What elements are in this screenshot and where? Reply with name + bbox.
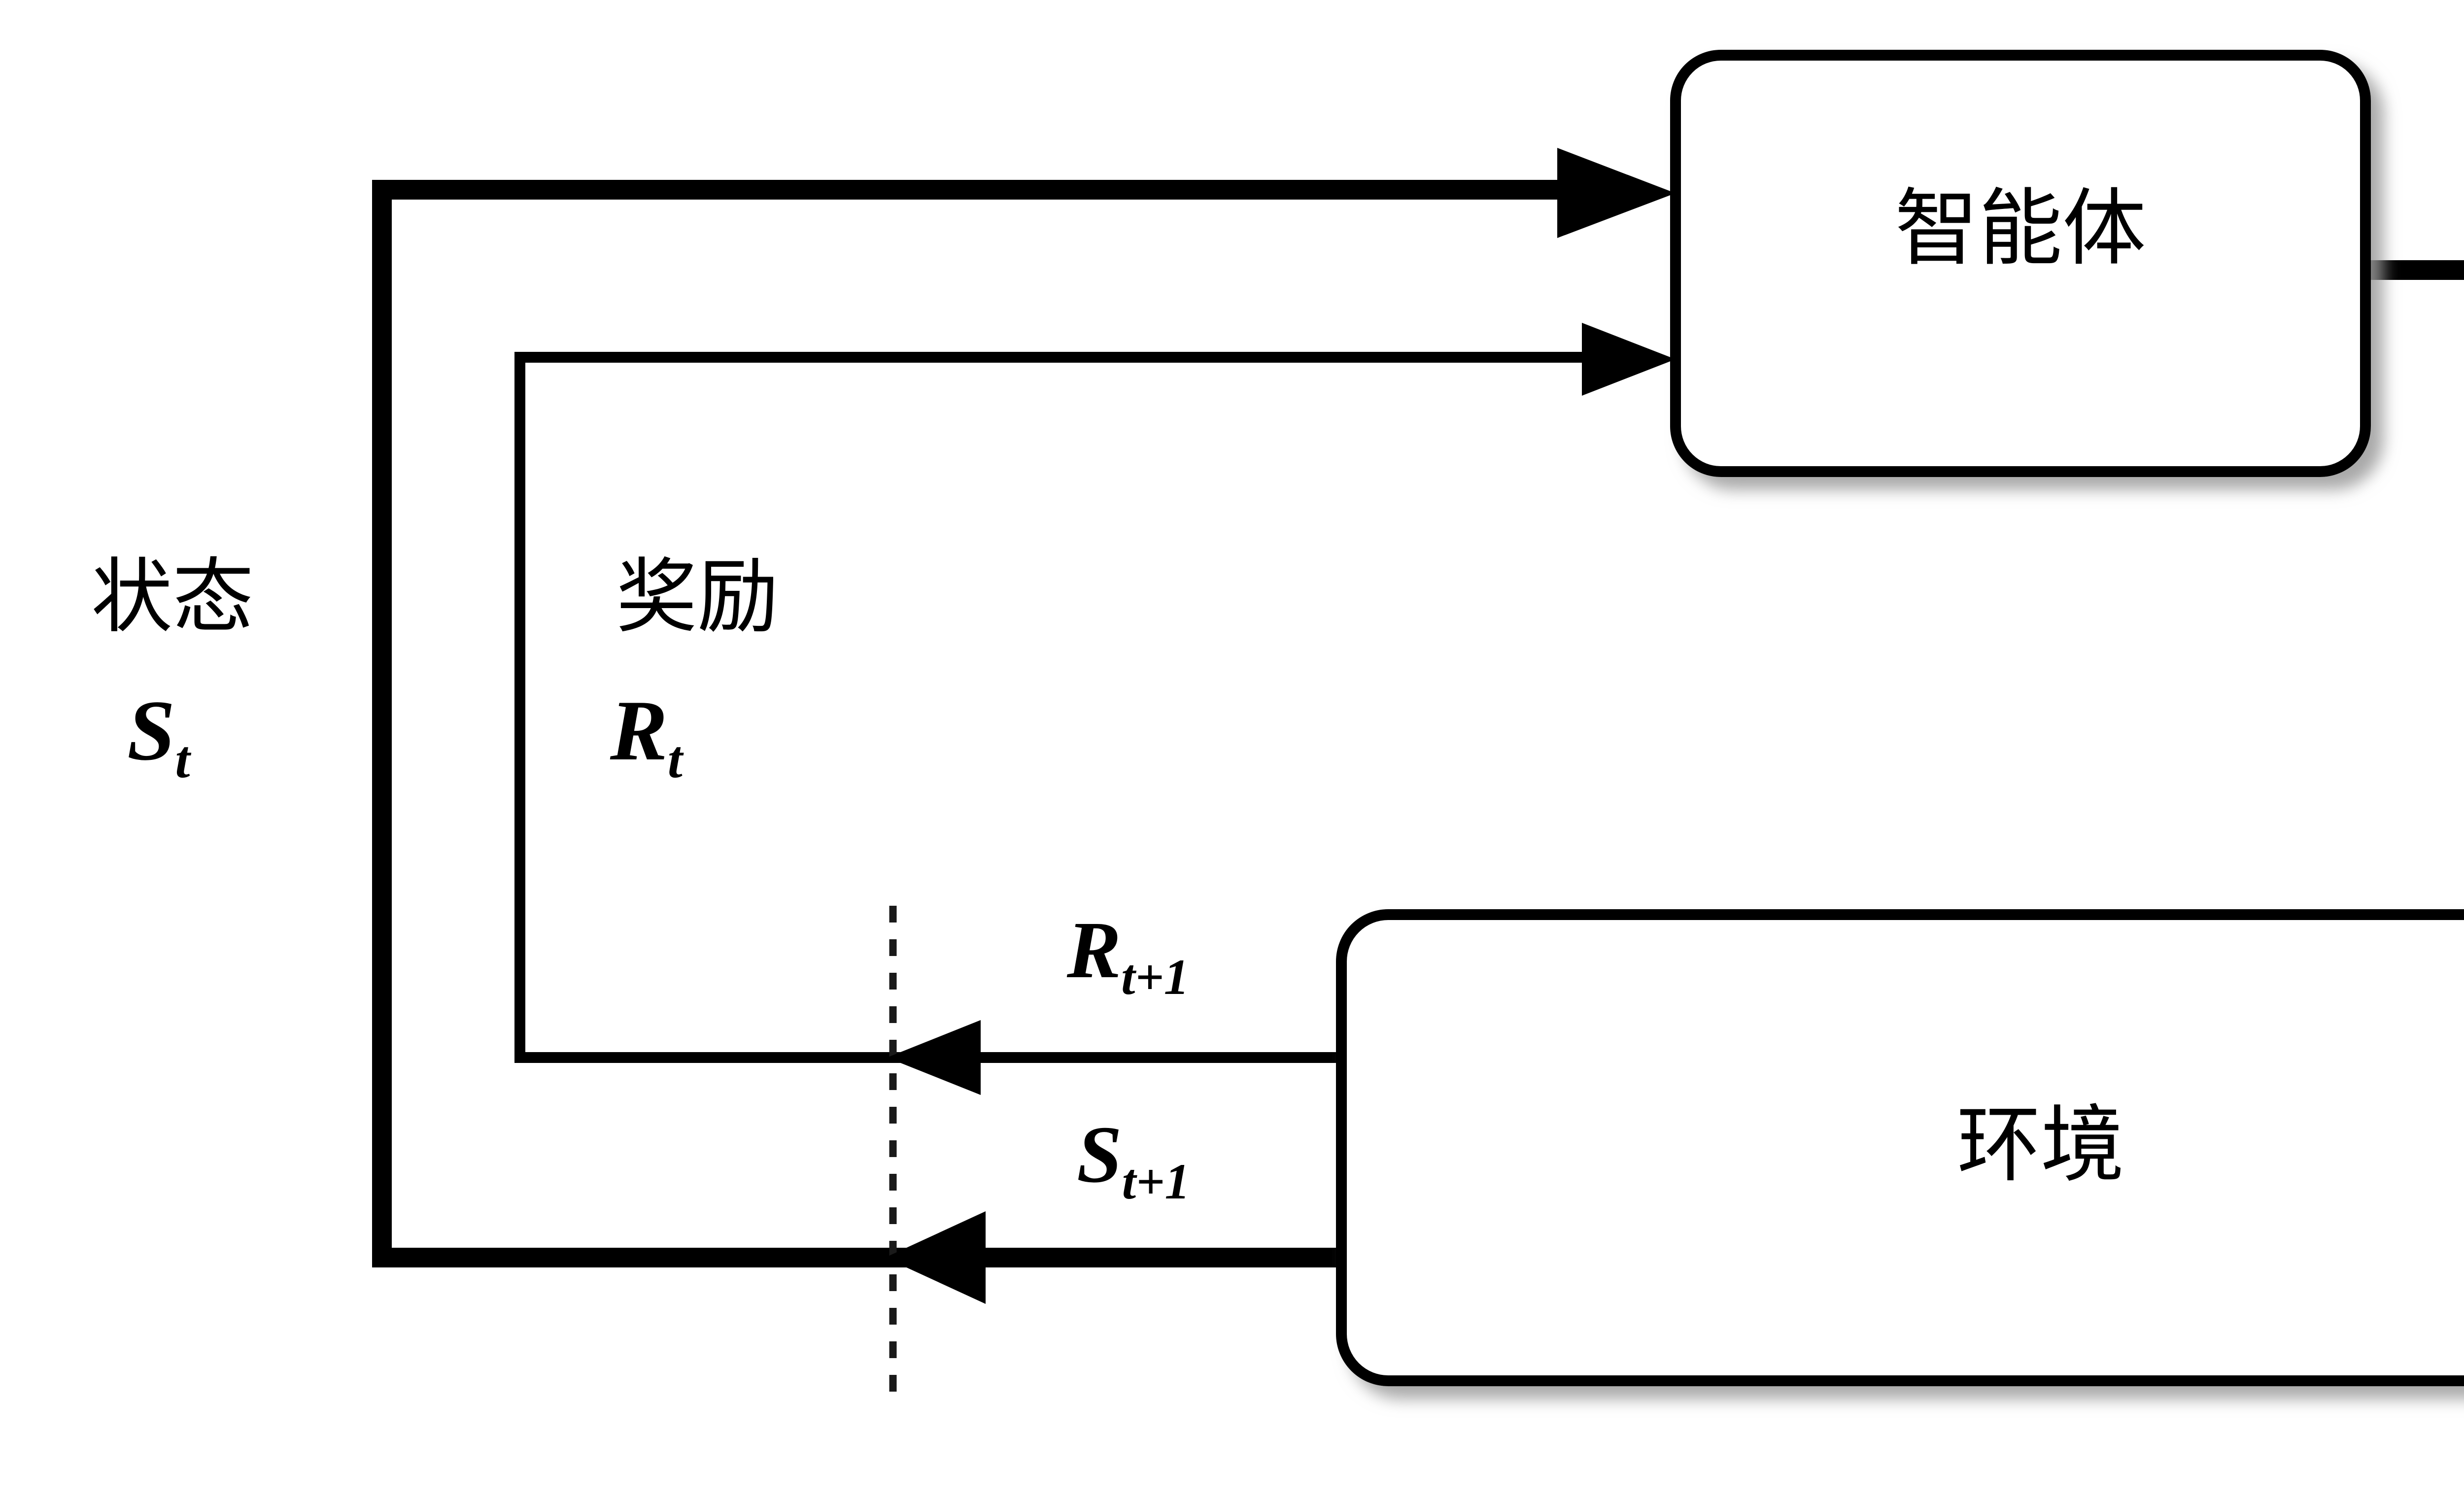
node-agent[interactable] [1670,50,2371,477]
state-label-text: 状态 [91,552,254,643]
reward-symbol: Rt [610,687,683,786]
edge-env-reward-out [887,1020,1340,1095]
environment-label: 环境 [1956,1099,2124,1192]
reward-symbol-subscript: t [667,730,683,789]
state-symbol: St [127,687,190,786]
next-reward-symbol-subscript: t+1 [1121,950,1189,1005]
edge-env-state-out [885,1211,1340,1304]
node-environment[interactable] [1336,909,2464,1386]
next-state-symbol-subscript: t+1 [1122,1154,1190,1210]
reward-label-text: 奖励 [616,552,779,643]
next-reward-symbol: Rt+1 [1067,909,1189,1003]
agent-label: 智能体 [1894,183,2146,275]
state-symbol-base: S [127,683,175,778]
state-symbol-subscript: t [175,730,190,789]
next-reward-symbol-base: R [1067,905,1122,995]
next-state-symbol: St+1 [1077,1114,1190,1207]
reward-symbol-base: R [610,683,668,778]
figure-caption [123,1461,1700,1503]
next-state-symbol-base: S [1077,1109,1122,1199]
